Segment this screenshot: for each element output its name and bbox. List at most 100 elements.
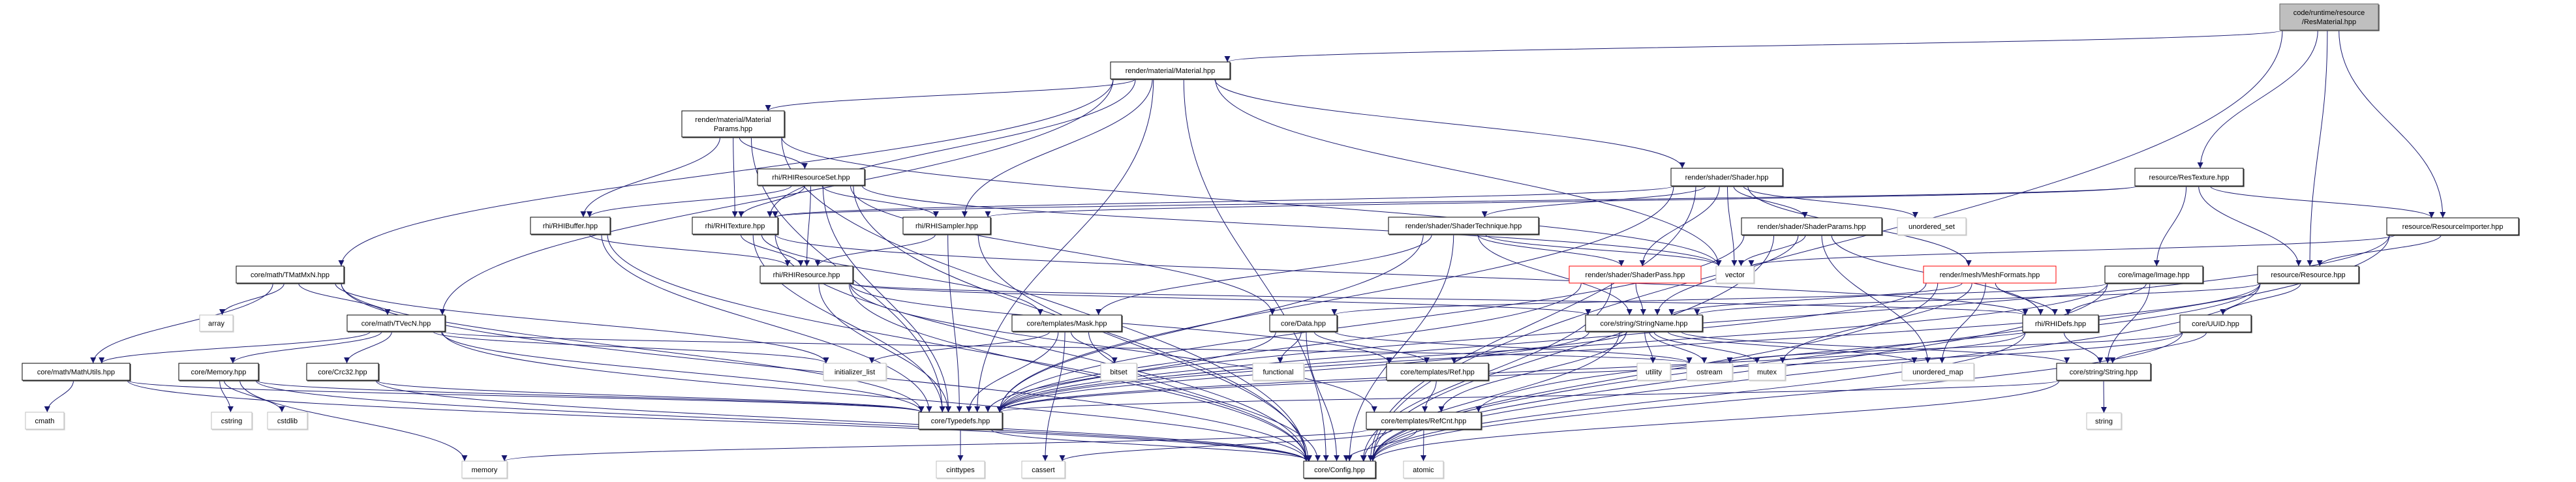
edge-rhiresource-to-stringname	[850, 282, 1591, 316]
edge-shader-to-unordered_set	[1743, 185, 1918, 218]
node-box	[681, 110, 785, 138]
node-resource[interactable]: resource/Resource.hpp	[2257, 265, 2360, 284]
edge-rhidefs-to-config	[1370, 331, 2026, 462]
edge-rhibuffer-to-rhiresource	[589, 233, 791, 267]
node-resourceimporter[interactable]: resource/ResourceImporter.hpp	[2386, 217, 2520, 236]
node-label: render/material/Material.hpp	[1126, 67, 1216, 75]
node-stringname[interactable]: core/string/StringName.hpp	[1585, 314, 1704, 333]
node-crc32[interactable]: core/Crc32.hpp	[306, 363, 380, 382]
node-rhitexture[interactable]: rhi/RHITexture.hpp	[692, 217, 779, 235]
node-typedefs[interactable]: core/Typedefs.hpp	[918, 412, 1004, 430]
edge-memoryhpp-to-cstdlib	[223, 380, 285, 413]
edge-memoryhpp-to-cstring	[219, 380, 234, 413]
node-box	[823, 363, 887, 381]
edge-tvecn-to-mathutils	[99, 331, 371, 364]
edge-shaderparams-to-vector	[1738, 234, 1806, 267]
node-config[interactable]: core/Config.hpp	[1303, 460, 1377, 479]
edge-stringname-to-utility	[1644, 331, 1656, 364]
node-shadow	[1687, 364, 1734, 382]
node-rhidefs[interactable]: rhi/RHIDefs.hpp	[2022, 314, 2100, 333]
edge-rhiresource-to-typedefs	[818, 282, 951, 413]
node-label: render/shader/ShaderTechnique.hpp	[1405, 222, 1522, 230]
node-shadow	[761, 267, 854, 284]
edge-stringname-to-config	[1360, 331, 1620, 462]
node-label: rhi/RHIDefs.hpp	[2035, 320, 2086, 328]
node-label: core/math/TVecN.hpp	[361, 320, 431, 328]
node-image[interactable]: core/image/Image.hpp	[2104, 265, 2204, 284]
node-box	[1021, 460, 1066, 479]
edge-tvecn-to-memoryhpp	[230, 331, 382, 364]
node-box	[2386, 217, 2519, 235]
node-box	[2086, 412, 2122, 430]
node-box	[1901, 363, 1974, 381]
node-label: core/Data.hpp	[1281, 320, 1326, 328]
edge-material-to-materialparams	[765, 78, 1136, 112]
node-data[interactable]: core/Data.hpp	[1269, 314, 1338, 333]
node-ref[interactable]: core/templates/Ref.hpp	[1386, 363, 1490, 382]
edge-mask-to-typedefs	[966, 331, 1059, 413]
node-resmaterial[interactable]: code/runtime/resource/ResMaterial.hpp	[2279, 3, 2380, 31]
node-shadow	[1742, 218, 1883, 236]
node-shadertechnique[interactable]: render/shader/ShaderTechnique.hpp	[1388, 217, 1540, 235]
node-shadow	[26, 413, 65, 430]
node-rhiresource[interactable]: rhi/RHIResource.hpp	[759, 265, 854, 284]
node-shaderpass[interactable]: render/shader/ShaderPass.hpp	[1569, 265, 1702, 284]
node-box	[936, 460, 985, 479]
node-shader[interactable]: render/shader/Shader.hpp	[1670, 168, 1784, 187]
node-stringhpp[interactable]: core/string/String.hpp	[2056, 363, 2152, 382]
edge-restexture-to-image	[2153, 185, 2187, 267]
edge-stringname-to-unordered_map	[1667, 331, 1918, 364]
node-tvecn[interactable]: core/math/TVecN.hpp	[346, 314, 446, 333]
node-label: Params.hpp	[714, 125, 752, 133]
node-box	[1100, 363, 1137, 381]
node-shadow	[2136, 169, 2245, 187]
edge-shadertechnique-to-config	[1346, 233, 1454, 462]
node-meshformats[interactable]: render/mesh/MeshFormats.hpp	[1923, 265, 2057, 284]
node-box	[1670, 168, 1783, 187]
edge-rhitexture-to-typedefs	[752, 233, 945, 413]
edge-mathutils-to-cmath	[44, 380, 74, 413]
node-memoryhpp[interactable]: core/Memory.hpp	[178, 363, 260, 382]
edge-rhisampler-to-rhiresource	[814, 233, 936, 267]
edge-resource-to-stringname	[1694, 282, 2261, 316]
node-restexture[interactable]: resource/ResTexture.hpp	[2134, 168, 2245, 187]
node-mask[interactable]: core/templates/Mask.hpp	[1011, 314, 1123, 333]
edge-shader-to-rhitexture	[773, 185, 1674, 218]
edges-layer	[44, 29, 2446, 462]
node-label: resource/ResTexture.hpp	[2149, 174, 2230, 182]
node-refcnt[interactable]: core/templates/RefCnt.hpp	[1366, 412, 1482, 430]
edge-mathutils-to-config	[127, 380, 1310, 462]
node-box	[1386, 363, 1489, 381]
node-label: cstdlib	[277, 417, 298, 425]
edge-material-to-tmatmxn	[338, 78, 1114, 267]
node-unordered_set: unordered_set	[1897, 217, 1967, 236]
node-rhiresourceset[interactable]: rhi/RHIResourceSet.hpp	[757, 168, 866, 187]
node-shadow	[2057, 364, 2152, 382]
edge-crc32-to-config	[375, 380, 1310, 462]
node-rhibuffer[interactable]: rhi/RHIBuffer.hpp	[530, 217, 611, 235]
node-box	[306, 363, 379, 381]
edge-material-to-vector	[1215, 78, 1722, 267]
node-shaderparams[interactable]: render/shader/ShaderParams.hpp	[1741, 217, 1883, 236]
node-uuid[interactable]: core/UUID.hpp	[2179, 314, 2252, 333]
node-label: core/string/StringName.hpp	[1601, 320, 1688, 328]
node-tmatmxn[interactable]: core/math/TMatMxN.hpp	[236, 265, 345, 284]
node-mathutils[interactable]: core/math/MathUtils.hpp	[22, 363, 131, 382]
node-label: core/UUID.hpp	[2192, 320, 2239, 328]
edge-rhitexture-to-mask	[761, 233, 1043, 316]
node-label: mutex	[1757, 369, 1777, 376]
node-box	[1897, 217, 1967, 235]
node-shadow	[1717, 267, 1755, 284]
edge-stringname-to-ostream	[1649, 331, 1708, 364]
edge-resmaterial-to-resourceimporter	[2338, 29, 2446, 218]
node-label: core/Typedefs.hpp	[931, 417, 990, 425]
node-string: string	[2086, 412, 2123, 430]
edge-mask-to-initializer_list	[868, 331, 1050, 364]
edge-resourceimporter-to-resource	[2316, 234, 2442, 267]
edge-tmatmxn-to-array	[219, 282, 284, 316]
node-label: functional	[1263, 369, 1293, 376]
node-material[interactable]: render/material/Material.hpp	[1110, 61, 1231, 80]
node-rhisampler[interactable]: rhi/RHISampler.hpp	[902, 217, 992, 235]
